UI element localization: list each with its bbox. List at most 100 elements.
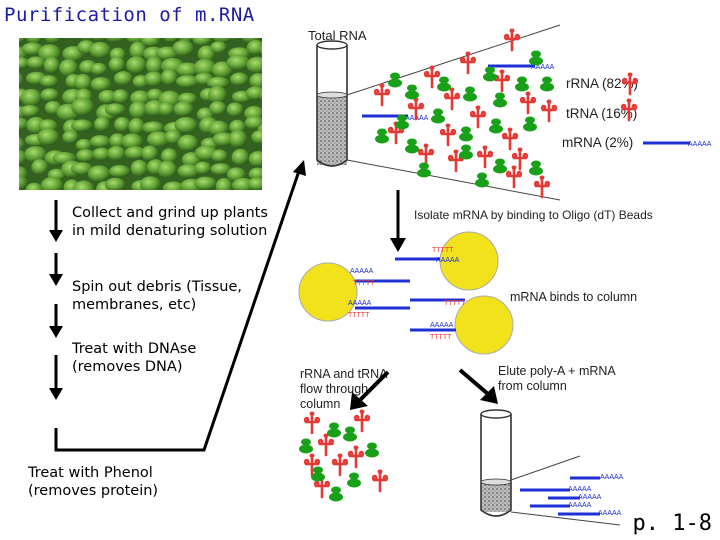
leaf (112, 89, 130, 104)
eluted-mrna: AAAAA AAAAA AAAAA AAAAA AAAAA (520, 474, 624, 517)
leaf (174, 117, 198, 134)
leaf (19, 57, 30, 70)
svg-text:TTTTT: TTTTT (353, 280, 375, 287)
leaf (21, 42, 44, 56)
leaf (177, 164, 200, 179)
leaf (206, 76, 230, 89)
leaf (164, 130, 182, 145)
leaf (25, 182, 43, 190)
binds-label: mRNA binds to column (510, 290, 638, 304)
trna-label: tRNA (16%) (566, 106, 638, 121)
leaf (228, 38, 243, 41)
leaf (104, 177, 126, 190)
leaf (39, 75, 59, 88)
leaf (246, 39, 262, 55)
leaf (192, 38, 213, 46)
page-title: Purification of m.RNA (4, 4, 255, 26)
leaf (194, 176, 218, 190)
leaf (109, 164, 131, 178)
leaf (71, 98, 95, 117)
leaf (209, 101, 227, 116)
leaf (20, 104, 40, 117)
step-arrow-2 (49, 253, 63, 286)
leaf (92, 147, 111, 161)
leaf (76, 149, 96, 162)
trna-icon (620, 98, 638, 122)
svg-text:AAAAA: AAAAA (350, 268, 374, 275)
flow-through-cloud (299, 409, 389, 502)
leaf (161, 68, 178, 86)
leaf (244, 116, 262, 130)
leaf (229, 72, 249, 86)
leaf (121, 133, 144, 150)
leaf (44, 38, 62, 44)
rrna-label: rRNA (82%) (566, 76, 639, 91)
svg-text:TTTTT: TTTTT (348, 312, 370, 319)
svg-text:AAAAA: AAAAA (436, 257, 460, 264)
leaf (260, 92, 262, 100)
leaf (139, 176, 161, 190)
step-collect-text: Collect and grind up plants in mild dena… (72, 205, 268, 239)
leaf (176, 62, 200, 77)
svg-text:AAAAA: AAAAA (348, 300, 372, 307)
leaf (177, 134, 199, 152)
step-dnase-text: Treat with DNAse (removes DNA) (72, 341, 197, 375)
leaf (26, 56, 46, 70)
leaf (89, 135, 111, 148)
leaf (145, 56, 163, 75)
mrna-strand: AAAAA (488, 64, 555, 71)
isolate-label: Isolate mRNA by binding to Oligo (dT) Be… (414, 208, 653, 222)
leaf (211, 149, 228, 163)
leaf (19, 175, 28, 190)
leaf (208, 85, 227, 104)
plant-photo-graphic (19, 38, 262, 190)
leaf (89, 41, 111, 59)
leaf (248, 167, 262, 181)
total-rna-cloud (373, 28, 551, 199)
plant-photo (19, 38, 262, 190)
leaf (228, 130, 248, 148)
tube-total-rna (316, 40, 348, 167)
leaf (73, 74, 92, 91)
leaf (226, 102, 244, 117)
leaf (173, 101, 194, 117)
leaf (140, 38, 161, 47)
flow-label-3: column (300, 397, 341, 411)
leaf (208, 120, 229, 137)
leaf (93, 116, 110, 132)
leaf (246, 56, 262, 74)
leaf (141, 145, 159, 162)
leaf (129, 41, 147, 60)
step-phenol-text: Treat with Phenol (removes protein) (28, 465, 159, 499)
trna-icon (621, 72, 639, 96)
leaf (37, 128, 60, 146)
leaf (163, 38, 180, 43)
trna-legend-icon (540, 99, 558, 123)
svg-text:AAAAA: AAAAA (600, 474, 624, 481)
leaf (62, 130, 79, 144)
leaf (249, 73, 262, 89)
leaf (19, 38, 27, 44)
leaf (107, 145, 126, 161)
leaf (40, 88, 60, 102)
leaf (19, 117, 29, 131)
leaf (128, 118, 145, 135)
step-arrow-3 (49, 304, 63, 338)
svg-text:AAAAA: AAAAA (568, 502, 592, 509)
leaf (38, 44, 62, 63)
leaf (126, 56, 147, 74)
svg-text:AAAAA: AAAAA (568, 486, 592, 493)
leaf (248, 151, 262, 167)
leaf (73, 180, 95, 190)
isolate-arrow (390, 190, 406, 252)
leaf (124, 146, 147, 160)
svg-text:TTTTT: TTTTT (430, 334, 452, 341)
leaf (210, 163, 232, 176)
leaf (144, 71, 164, 87)
leaf (109, 133, 126, 149)
leaf (261, 63, 262, 68)
leaf (231, 148, 250, 166)
bead-bottom: TTTTT AAAAA TTTTT (410, 295, 514, 355)
bead-left: AAAAA TTTTT AAAAA TTTTT (298, 262, 410, 322)
step-spin-text: Spin out debris (Tissue, membranes, etc) (72, 279, 242, 313)
